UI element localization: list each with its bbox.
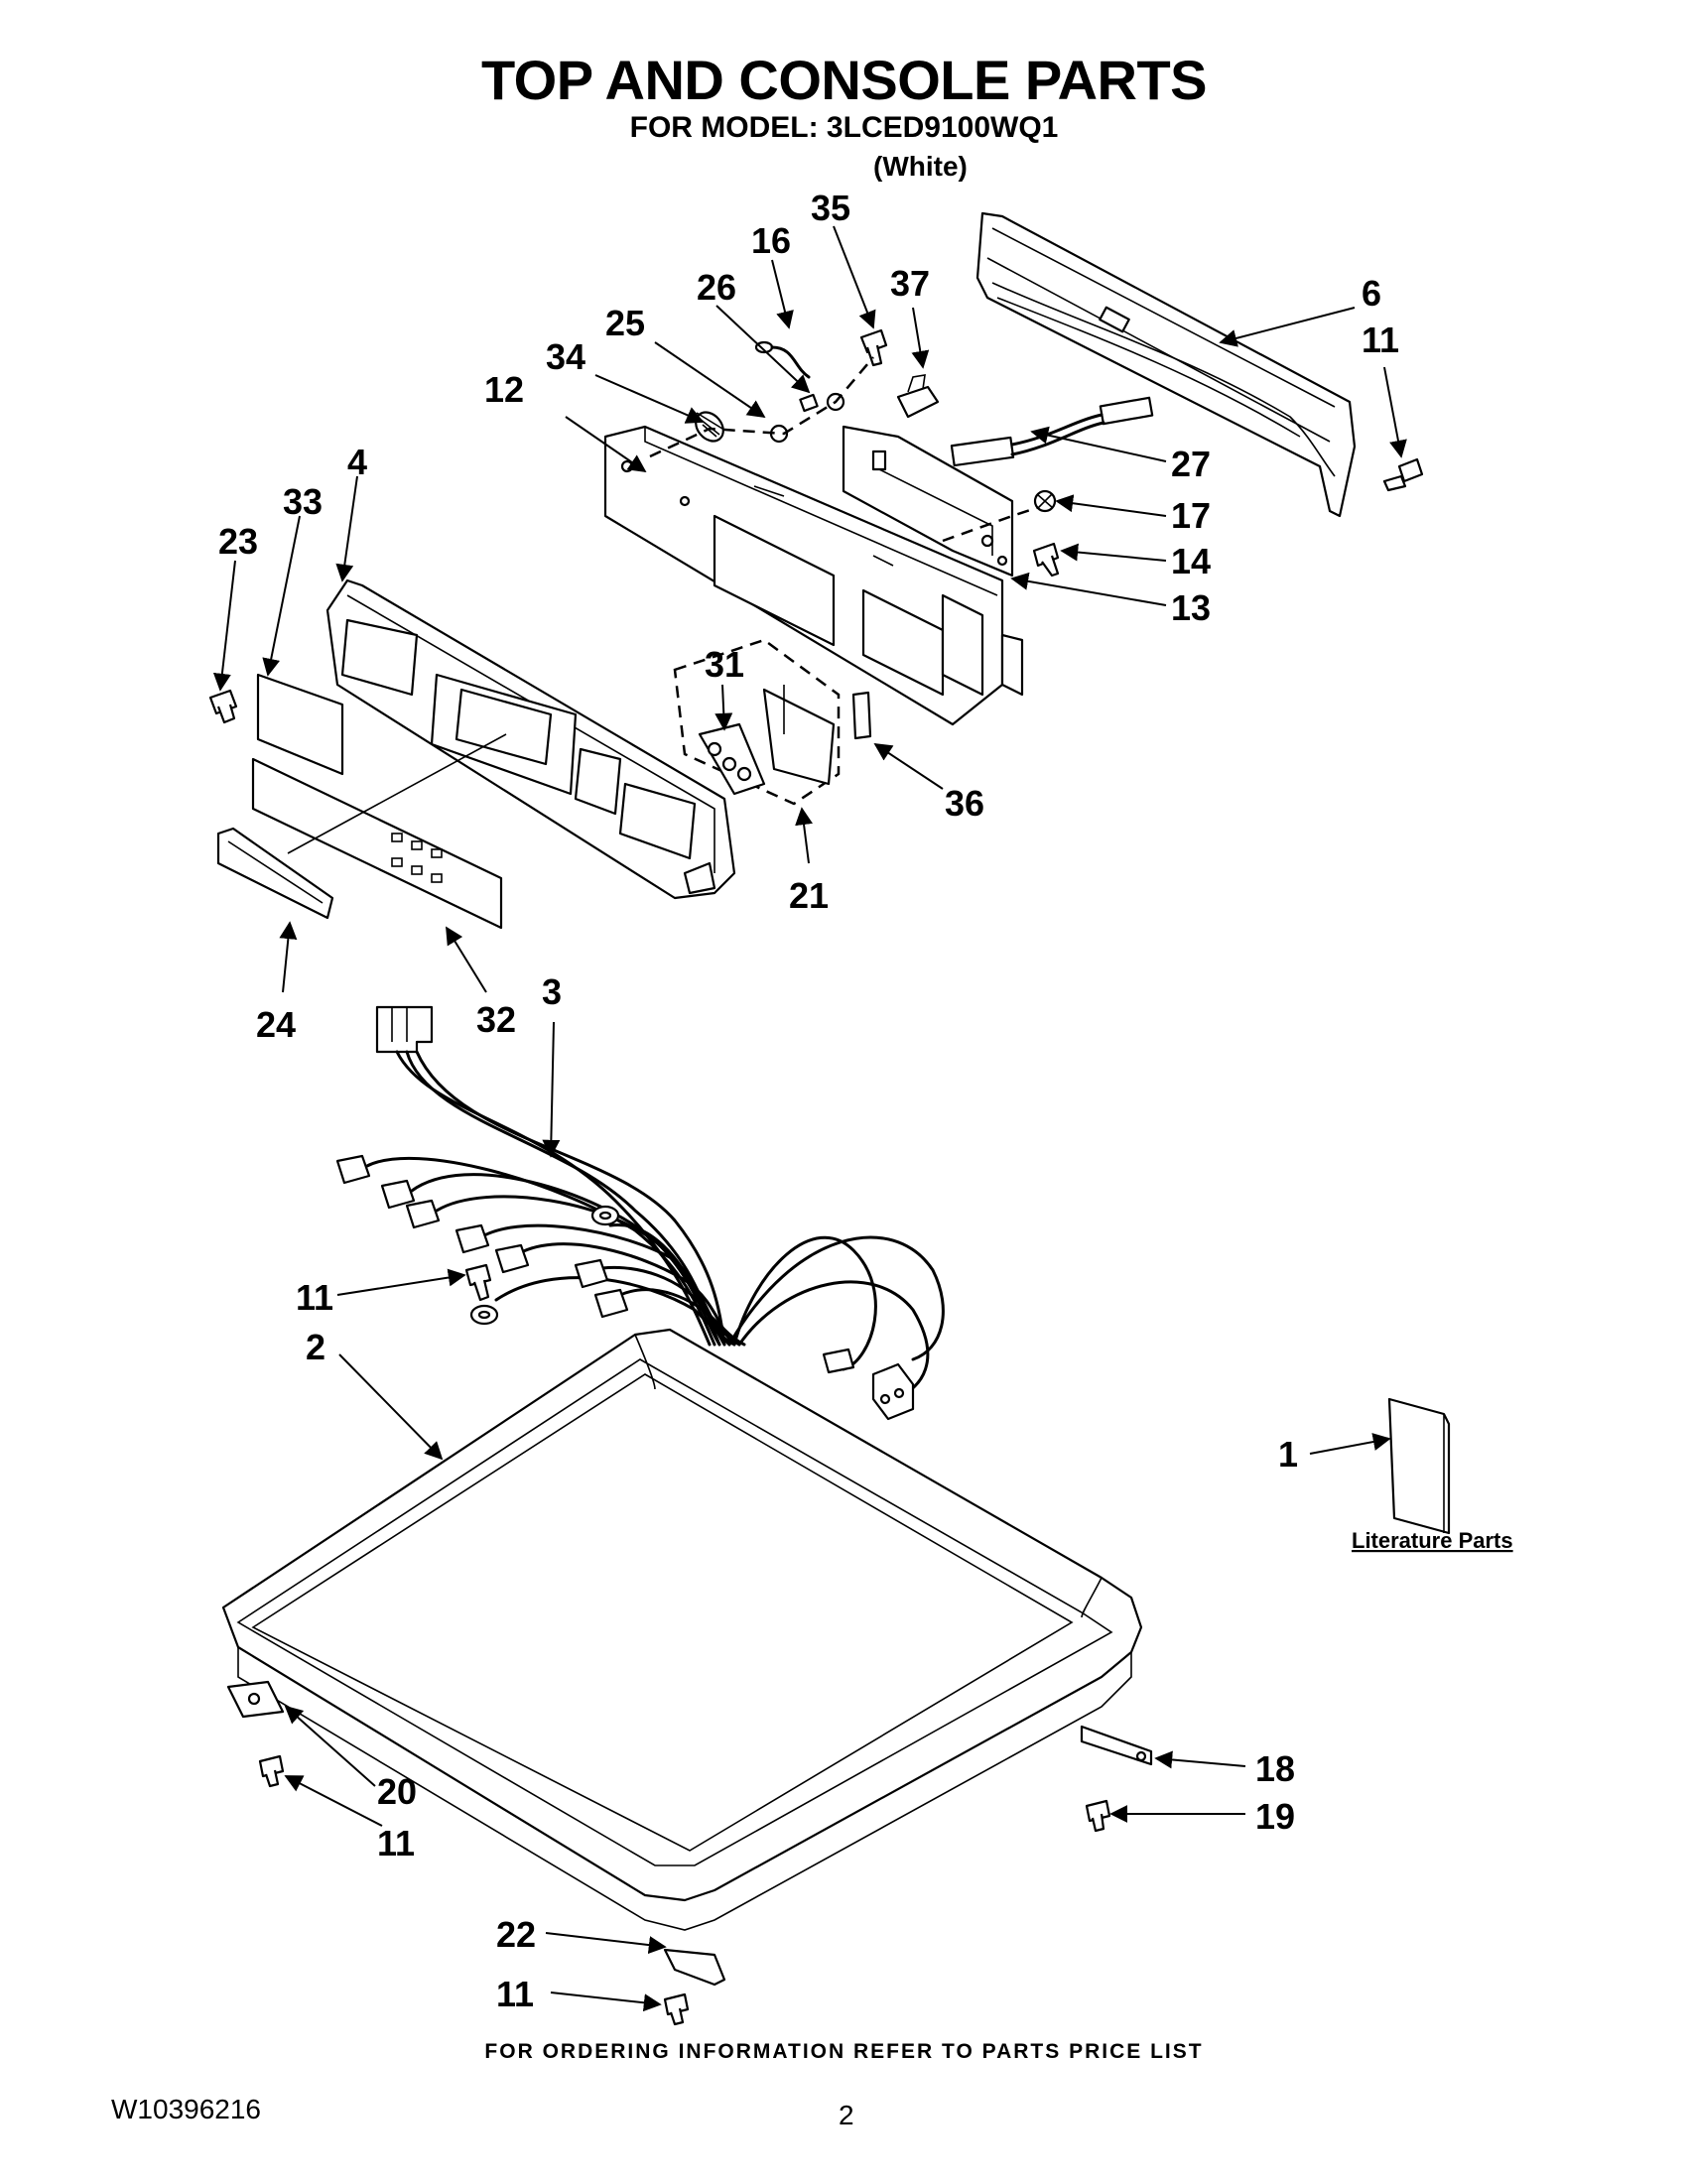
callout-31: 31	[705, 644, 744, 685]
literature-parts-label: Literature Parts	[1352, 1528, 1513, 1553]
callout-25: 25	[605, 303, 645, 343]
callout-3: 3	[542, 971, 562, 1012]
callout-20: 20	[377, 1771, 417, 1812]
ui-board-assembly-part	[673, 638, 841, 806]
screw-11-upper-part	[1382, 457, 1424, 492]
knob-and-screw-parts	[1032, 489, 1060, 578]
callout-2: 2	[306, 1327, 325, 1367]
wire-harness-connector-part	[950, 396, 1154, 467]
wire-harness-part	[335, 1005, 945, 1421]
callout-27: 27	[1171, 444, 1211, 484]
console-rear-bracket-part	[975, 211, 1357, 518]
color-variant: (White)	[873, 151, 968, 182]
callout-22: 22	[496, 1914, 536, 1955]
callout-34: 34	[546, 336, 585, 377]
bracket-20-part	[226, 1680, 285, 1788]
document-number: W10396216	[111, 2094, 262, 2124]
screw-35-part	[859, 328, 888, 367]
callout-19: 19	[1255, 1796, 1295, 1837]
page-number: 2	[839, 2100, 854, 2130]
callout-17: 17	[1171, 495, 1211, 536]
screw-11-harness-part	[464, 1263, 492, 1302]
callout-16: 16	[751, 220, 791, 261]
ordering-note: FOR ORDERING INFORMATION REFER TO PARTS …	[484, 2040, 1204, 2063]
callout-11-b: 11	[296, 1277, 333, 1318]
callout-33: 33	[283, 481, 323, 522]
display-lens-part	[216, 827, 334, 920]
callout-21: 21	[789, 875, 829, 916]
callout-1: 1	[1278, 1434, 1298, 1475]
page-title: TOP AND CONSOLE PARTS	[480, 49, 1208, 111]
harness-plug-part	[896, 374, 940, 419]
hinge-18-part	[1080, 1725, 1153, 1833]
literature-booklet-part	[1387, 1397, 1451, 1535]
callout-18: 18	[1255, 1748, 1295, 1789]
leader-lines	[212, 225, 1407, 2012]
callout-labels: 35 16 37 26 6 25 11 34 12 27 4 33 17 23 …	[218, 188, 1513, 2014]
callout-36: 36	[945, 783, 984, 824]
callout-13: 13	[1171, 587, 1211, 628]
callout-26: 26	[697, 267, 736, 308]
sensor-part-36	[851, 691, 872, 740]
callout-35: 35	[811, 188, 850, 228]
callout-24: 24	[256, 1004, 296, 1045]
callout-37: 37	[890, 263, 930, 304]
callout-11-d: 11	[496, 1974, 534, 2014]
callout-14: 14	[1171, 541, 1211, 581]
small-hardware-parts	[649, 340, 1043, 543]
callout-32: 32	[476, 999, 516, 1040]
console-housing-part	[603, 425, 1024, 726]
top-panel-part	[221, 1328, 1143, 1931]
callout-6: 6	[1362, 273, 1381, 314]
callout-12: 12	[484, 369, 524, 410]
model-line: FOR MODEL: 3LCED9100WQ1	[629, 111, 1059, 144]
callout-23: 23	[218, 521, 258, 562]
callout-4: 4	[347, 442, 367, 482]
overlay-part-33	[208, 673, 344, 776]
bracket-22-part	[663, 1948, 726, 2026]
callout-11-a: 11	[1362, 320, 1399, 360]
touch-overlay-part	[251, 757, 503, 930]
callout-11-c: 11	[377, 1823, 415, 1863]
